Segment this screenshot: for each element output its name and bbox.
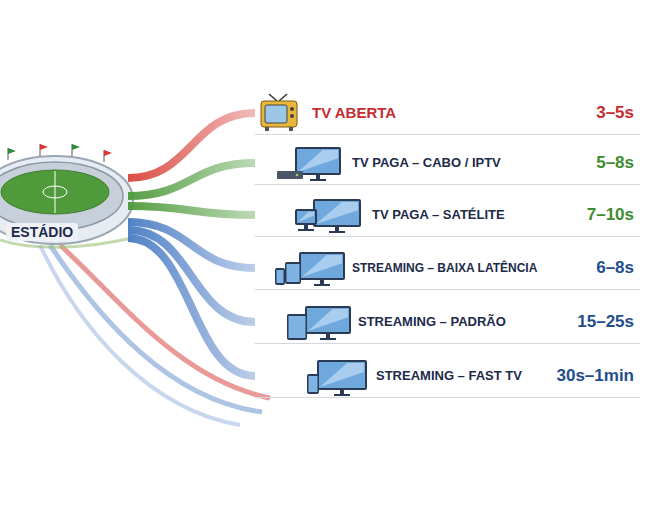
delay-value: 6–8s <box>596 258 640 278</box>
service-label: STREAMING – PADRÃO <box>358 314 506 329</box>
broadcast-row: STREAMING – BAIXA LATÊNCIA 6–8s <box>255 246 640 290</box>
service-label: TV PAGA – SATÉLITE <box>372 207 505 222</box>
broadcast-row: TV PAGA – SATÉLITE 7–10s <box>255 193 640 237</box>
stadium-outer <box>0 156 133 244</box>
decor-line <box>40 245 240 425</box>
stadium-label: ESTÁDIO <box>6 223 78 241</box>
device-icon <box>255 356 376 396</box>
broadcast-row: STREAMING – PADRÃO 15–25s <box>255 300 640 344</box>
delay-value: 3–5s <box>596 103 640 123</box>
field-line <box>55 171 56 213</box>
delay-value: 5–8s <box>596 153 640 173</box>
device-icon <box>255 93 312 133</box>
broadcast-row: STREAMING – FAST TV 30s–1min <box>255 354 640 398</box>
stadium-flags <box>8 144 104 162</box>
device-icon <box>255 143 352 183</box>
stadium-stands <box>0 162 123 230</box>
device-icon <box>255 302 358 342</box>
signal-path <box>128 113 255 178</box>
broadcast-row: TV PAGA – CABO / IPTV 5–8s <box>255 141 640 185</box>
decor-line <box>50 245 262 412</box>
service-label: TV ABERTA <box>312 104 396 121</box>
service-label: TV PAGA – CABO / IPTV <box>352 155 501 170</box>
service-label: STREAMING – BAIXA LATÊNCIA <box>352 261 537 275</box>
signal-path <box>128 238 255 376</box>
delay-value: 30s–1min <box>557 366 641 386</box>
delay-value: 7–10s <box>587 205 640 225</box>
stadium-node: ESTÁDIO <box>0 150 128 245</box>
broadcast-row: TV ABERTA 3–5s <box>255 91 640 135</box>
signal-path <box>128 163 255 196</box>
service-label: STREAMING – FAST TV <box>376 368 522 383</box>
device-icon <box>255 195 372 235</box>
signal-path <box>128 206 255 215</box>
device-icon <box>255 248 352 288</box>
stadium-field <box>1 170 109 214</box>
delay-value: 15–25s <box>577 312 640 332</box>
